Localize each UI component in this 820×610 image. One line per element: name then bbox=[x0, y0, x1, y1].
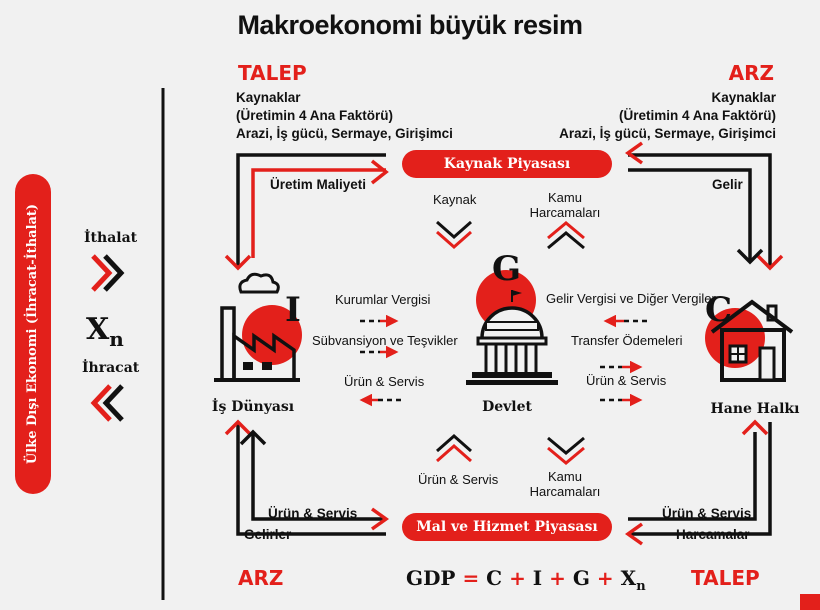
formula-plus-2: + bbox=[549, 566, 566, 590]
spending-label: Harcamalar bbox=[676, 527, 750, 542]
import-chevrons-icon bbox=[91, 254, 125, 292]
public-spending-top-line1: Kamu bbox=[548, 190, 582, 205]
resource-market-label: Kaynak Piyasası bbox=[402, 150, 612, 178]
net-export-letter: X bbox=[86, 312, 110, 347]
net-export-symbol: Xn bbox=[86, 312, 124, 351]
government-name: Devlet bbox=[482, 399, 532, 415]
formula-c: C bbox=[486, 566, 503, 590]
business-letter: I bbox=[285, 290, 301, 330]
transfers-label: Transfer Ödemeleri bbox=[571, 333, 683, 348]
top-left-line1: Kaynaklar bbox=[236, 90, 301, 105]
top-left-loop bbox=[224, 153, 389, 271]
household-name: Hane Halkı bbox=[710, 401, 800, 417]
export-chevrons-icon bbox=[90, 384, 124, 422]
foreign-economy-label: Ülke Dışı Ekonomi (İhracat-İthalat) bbox=[25, 203, 40, 465]
government-letter: G bbox=[492, 249, 522, 289]
net-export-subscript: n bbox=[109, 327, 124, 351]
logo-mark bbox=[800, 594, 820, 610]
resource-flow-label: Kaynak bbox=[433, 192, 477, 207]
goods-services-left-label: Ürün & Servis bbox=[344, 374, 425, 389]
formula-x: Xn bbox=[620, 566, 646, 594]
bottom-right-loop bbox=[624, 419, 772, 546]
formula-equals: = bbox=[462, 566, 480, 590]
formula-plus-1: + bbox=[509, 566, 526, 590]
formula-g: G bbox=[572, 566, 590, 590]
production-cost-label: Üretim Maliyeti bbox=[270, 177, 367, 192]
formula-x-subscript: n bbox=[636, 579, 646, 594]
chevron-up-icon bbox=[547, 221, 585, 250]
foreign-economy-bar bbox=[15, 174, 51, 494]
chevron-up-icon bbox=[436, 433, 472, 463]
business-name: İş Dünyası bbox=[211, 399, 295, 415]
public-spending-bottom-label: Kamu Harcamaları bbox=[520, 469, 610, 499]
chevron-down-icon bbox=[547, 436, 585, 465]
formula-gdp: GDP bbox=[406, 566, 456, 590]
goods-services-right-label: Ürün & Servis bbox=[586, 373, 667, 388]
government-building-icon bbox=[466, 270, 558, 385]
page-title: Makroekonomi büyük resim bbox=[237, 10, 583, 40]
top-right-heading: ARZ bbox=[728, 61, 774, 85]
public-spending-top-line2: Harcamaları bbox=[529, 205, 601, 220]
top-right-line3: Arazi, İş gücü, Sermaye, Girişimci bbox=[559, 126, 776, 141]
formula-x-letter: X bbox=[620, 566, 637, 590]
top-right-line2: (Üretimin 4 Ana Faktörü) bbox=[618, 108, 776, 123]
bottom-right-heading: TALEP bbox=[691, 566, 760, 590]
top-right-loop bbox=[624, 141, 784, 271]
import-label: İthalat bbox=[84, 230, 138, 246]
goods-services-bottom-center-label: Ürün & Servis bbox=[418, 472, 499, 487]
top-left-resources: Kaynaklar (Üretimin 4 Ana Faktörü) Arazi… bbox=[236, 89, 453, 143]
top-left-line2: (Üretimin 4 Ana Faktörü) bbox=[236, 108, 394, 123]
top-right-line1: Kaynaklar bbox=[711, 90, 776, 105]
house-icon bbox=[705, 299, 794, 382]
formula-i: I bbox=[532, 566, 543, 590]
public-spending-top-label: Kamu Harcamaları bbox=[520, 190, 610, 220]
top-left-heading: TALEP bbox=[238, 61, 307, 85]
goods-services-bottom-left-label: Ürün & Servis bbox=[268, 506, 358, 521]
bottom-left-loop bbox=[224, 419, 390, 536]
gdp-formula: GDP = C + I + G + Xn bbox=[406, 566, 646, 594]
public-spending-bottom-line2: Harcamaları bbox=[529, 484, 601, 499]
formula-plus-3: + bbox=[596, 566, 614, 590]
revenues-label: Gelirler bbox=[244, 527, 292, 542]
income-label: Gelir bbox=[712, 177, 743, 192]
subsidies-label: Sübvansiyon ve Teşvikler bbox=[312, 333, 458, 348]
public-spending-bottom-line1: Kamu bbox=[548, 469, 582, 484]
chevron-down-icon bbox=[436, 220, 472, 250]
corporate-tax-label: Kurumlar Vergisi bbox=[335, 292, 431, 307]
top-right-resources: Kaynaklar (Üretimin 4 Ana Faktörü) Arazi… bbox=[559, 89, 776, 143]
bottom-left-heading: ARZ bbox=[238, 566, 284, 590]
household-letter: C bbox=[705, 290, 733, 330]
income-tax-label: Gelir Vergisi ve Diğer Vergiler bbox=[546, 291, 716, 306]
top-left-line3: Arazi, İş gücü, Sermaye, Girişimci bbox=[236, 126, 453, 141]
goods-services-bottom-right-label: Ürün & Servis bbox=[662, 506, 752, 521]
factory-icon bbox=[214, 272, 302, 382]
goods-market-label: Mal ve Hizmet Piyasası bbox=[402, 513, 612, 541]
export-label: İhracat bbox=[82, 360, 140, 376]
